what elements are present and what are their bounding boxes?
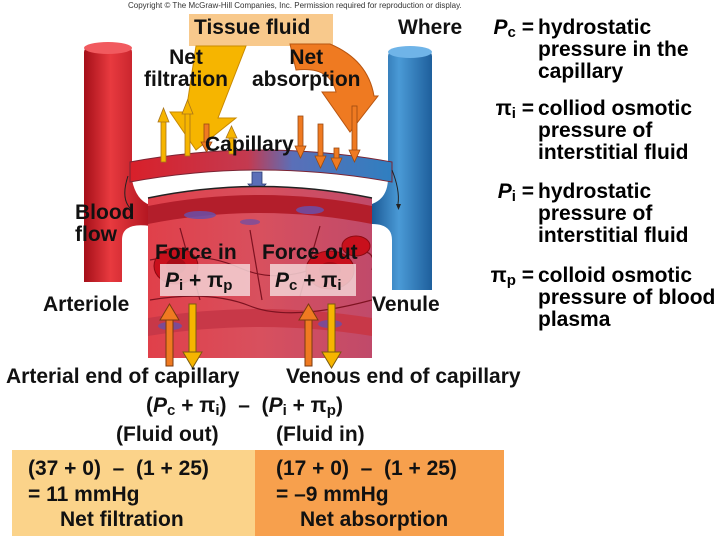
legend-item-pi-hydro: Pi = hydrostatic pressure of interstitia… bbox=[396, 181, 718, 249]
arterial-value: = 11 mmHg bbox=[28, 483, 140, 506]
net-filtration-label: Net filtration bbox=[144, 46, 228, 91]
legend-description: hydrostatic pressure in the capillary bbox=[538, 16, 689, 83]
legend-prefix: Where bbox=[398, 16, 463, 39]
force-in-plaque bbox=[160, 264, 250, 296]
legend-item-pp: πp = colloid osmotic pressure of blood p… bbox=[396, 265, 718, 333]
net-absorption-label: Net absorption bbox=[252, 46, 361, 91]
force-arrows bbox=[159, 303, 342, 369]
magnified-capillary bbox=[148, 186, 372, 358]
blood-flow-label: Blood flow bbox=[75, 201, 135, 246]
venous-result-box bbox=[255, 450, 504, 536]
copyright-notice: Copyright © The McGraw-Hill Companies, I… bbox=[128, 1, 462, 10]
legend-symbol: πp = bbox=[490, 264, 534, 290]
tissue-fluid-box bbox=[189, 14, 333, 46]
force-in-formula: Pi + πp bbox=[165, 269, 233, 295]
legend-description: hydrostatic pressure of interstitial flu… bbox=[538, 180, 689, 247]
fluid-out-label: (Fluid out) bbox=[116, 423, 219, 446]
venule-vessel bbox=[372, 48, 432, 290]
legend-item-pc: Pc = hydrostatic pressure in the capilla… bbox=[396, 17, 718, 85]
legend-symbol: Pc = bbox=[493, 16, 534, 42]
venule-label: Venule bbox=[372, 293, 440, 316]
arterial-calc: (37 + 0) – (1 + 25) bbox=[28, 457, 209, 480]
legend-description: colliod osmotic pressure of interstitial… bbox=[538, 97, 693, 164]
venous-value: = –9 mmHg bbox=[276, 483, 389, 506]
force-in-label: Force in bbox=[155, 241, 237, 264]
arterial-heading: Arterial end of capillary bbox=[6, 365, 240, 388]
force-out-label: Force out bbox=[262, 241, 358, 264]
arteriole-label: Arteriole bbox=[43, 293, 130, 316]
legend-symbol: πi = bbox=[495, 97, 534, 123]
venous-calc: (17 + 0) – (1 + 25) bbox=[276, 457, 457, 480]
force-out-formula: Pc + πi bbox=[275, 269, 342, 295]
venous-result-label: Net absorption bbox=[300, 508, 449, 531]
fluid-in-label: (Fluid in) bbox=[276, 423, 365, 446]
arterial-result-box bbox=[12, 450, 255, 536]
venous-heading: Venous end of capillary bbox=[286, 365, 521, 388]
capillary-tube bbox=[129, 149, 393, 183]
absorption-small-arrows bbox=[200, 105, 361, 171]
filtration-small-arrows bbox=[157, 98, 238, 163]
equation-formula: (Pc + πi) – (Pi + πp) bbox=[146, 394, 343, 420]
legend-symbol: Pi = bbox=[497, 180, 534, 206]
legend-item-pi-osmotic: πi = colliod osmotic pressure of interst… bbox=[396, 98, 718, 166]
force-out-plaque bbox=[270, 264, 356, 296]
arteriole-vessel bbox=[84, 44, 150, 282]
tissue-fluid-label: Tissue fluid bbox=[194, 16, 311, 39]
arterial-result-label: Net filtration bbox=[60, 508, 184, 531]
legend-description: colloid osmotic pressure of blood plasma bbox=[538, 264, 716, 331]
capillary-label: Capillary bbox=[205, 133, 294, 156]
